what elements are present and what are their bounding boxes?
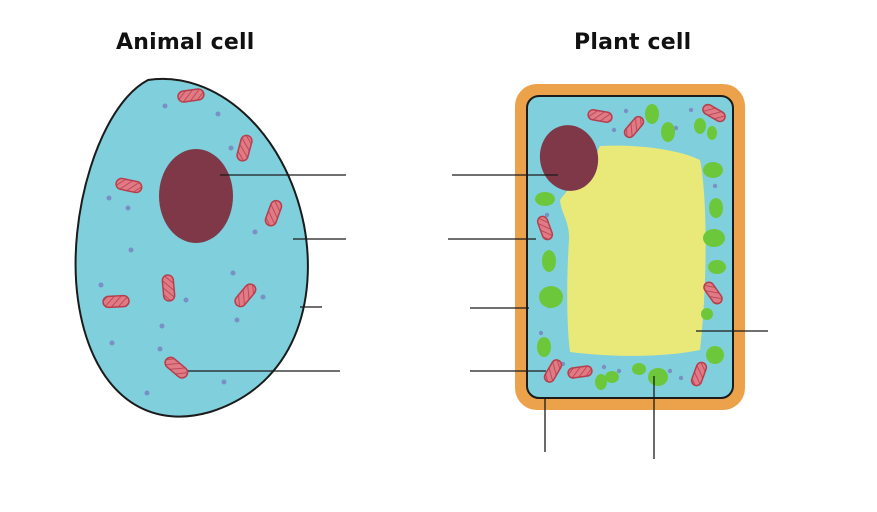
chloroplast	[632, 363, 646, 375]
animal-label-lines	[188, 174, 346, 372]
chloroplast	[539, 286, 563, 308]
mitochondrion	[690, 361, 708, 387]
chloroplast	[605, 371, 619, 383]
plant-label-lines	[448, 174, 768, 459]
mitochondrion	[567, 365, 593, 379]
mitochondrion	[177, 88, 205, 103]
chloroplast	[595, 374, 607, 390]
chloroplast	[708, 260, 726, 274]
mitochondrion	[234, 283, 257, 308]
chloroplast	[542, 250, 556, 272]
mitochondrion	[164, 356, 189, 379]
mitochondrion	[703, 281, 723, 305]
mitochondrion	[587, 109, 613, 123]
chloroplast	[703, 229, 725, 247]
animal-cell-membrane	[74, 77, 309, 418]
mitochondrion	[264, 199, 283, 227]
chloroplast	[537, 337, 551, 357]
chloroplast	[703, 162, 723, 178]
chloroplast	[661, 122, 675, 142]
mitochondrion	[161, 274, 176, 302]
chloroplast	[648, 368, 668, 386]
chloroplast	[645, 104, 659, 124]
plant-mitochondria	[536, 103, 726, 387]
mitochondrion	[102, 294, 130, 309]
animal-cell	[74, 77, 346, 418]
plant-cell-title: Plant cell	[574, 30, 692, 55]
chloroplast	[706, 346, 724, 364]
mitochondrion	[702, 103, 726, 123]
chloroplast	[535, 192, 555, 206]
plant-chloroplasts	[535, 104, 726, 390]
animal-cytoplasm-granules	[98, 103, 266, 396]
mitochondrion	[536, 215, 554, 241]
animal-mitochondria	[102, 88, 283, 379]
chloroplast	[707, 126, 717, 140]
mitochondrion	[543, 359, 563, 383]
animal-cell-title: Animal cell	[116, 30, 255, 55]
mitochondrion	[115, 177, 143, 194]
animal-nucleus	[159, 149, 233, 243]
chloroplast	[709, 198, 723, 218]
chloroplast	[694, 118, 706, 134]
plant-vacuole	[560, 145, 706, 356]
chloroplast	[701, 308, 713, 320]
plant-cell	[448, 84, 768, 459]
mitochondrion	[623, 115, 645, 139]
mitochondrion	[236, 134, 253, 162]
